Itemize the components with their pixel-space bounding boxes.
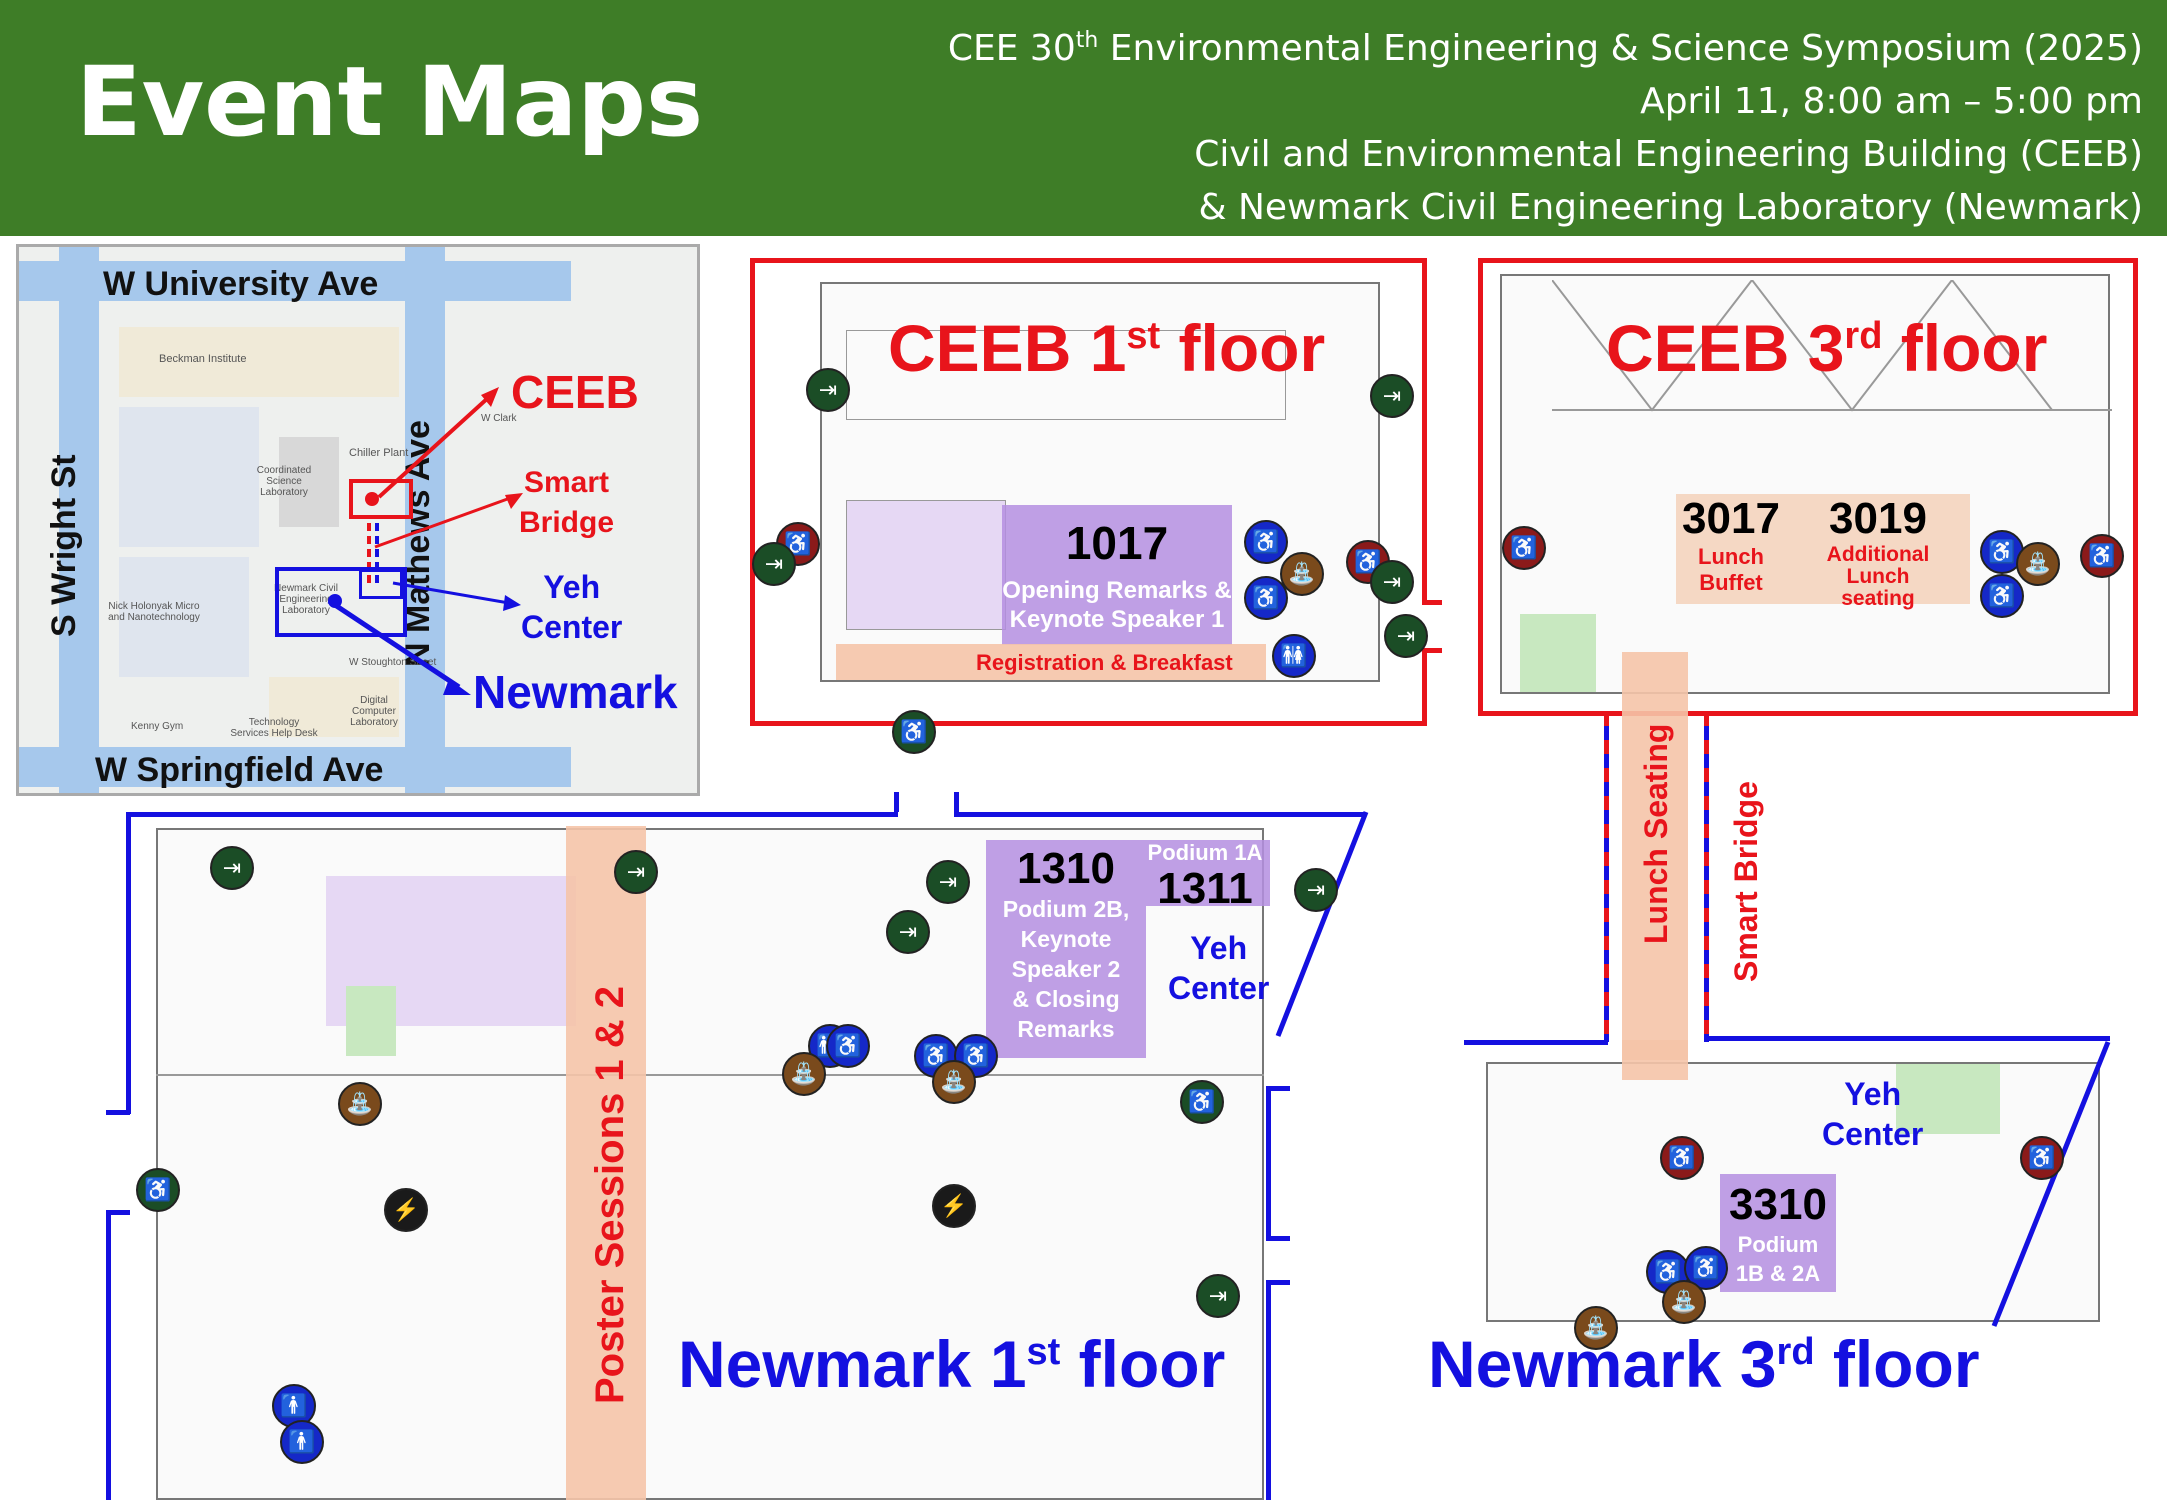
overview-map: W University Ave W Springfield Ave S Wri… — [16, 244, 700, 796]
room-3017[interactable] — [1676, 494, 1786, 604]
restroom-icon: 🚻 — [1272, 634, 1316, 678]
poster-sessions-area[interactable] — [566, 826, 646, 1500]
ceeb-marker — [349, 479, 413, 519]
ceeb1-title: CEEB 1st floor — [888, 311, 1326, 385]
page-title: Event Maps — [76, 46, 704, 158]
entrance-exit-icon: ⇥ — [1384, 614, 1428, 658]
restroom-icon: 🚹 — [280, 1420, 324, 1464]
accessible-icon: ♿ — [1660, 1136, 1704, 1180]
entrance-exit-icon: ⇥ — [886, 910, 930, 954]
accessible-icon: ♿ — [136, 1168, 180, 1212]
water-fountain-icon: ⛲ — [1662, 1280, 1706, 1324]
water-fountain-icon: ⛲ — [1574, 1306, 1618, 1350]
header-banner — [0, 0, 2167, 236]
room-1017[interactable] — [1002, 505, 1232, 645]
storm-refuge-icon: ⚡ — [932, 1184, 976, 1228]
newmark-marker — [275, 567, 407, 637]
accessible-icon: ♿ — [1180, 1080, 1224, 1124]
entrance-exit-icon: ⇥ — [1370, 374, 1414, 418]
ceeb3-frame — [1478, 258, 2138, 716]
entrance-exit-icon: ⇥ — [806, 368, 850, 412]
accessible-icon: ♿ — [826, 1024, 870, 1068]
overview-ceeb-label: CEEB — [511, 366, 639, 418]
room-1311-number: 1311 — [1157, 864, 1253, 913]
smart-bridge — [1622, 652, 1688, 1060]
accessible-icon: ♿ — [892, 710, 936, 754]
room-1310[interactable] — [986, 840, 1146, 1058]
registration-label: Registration & Breakfast — [976, 650, 1233, 675]
water-fountain-icon: ⛲ — [2016, 542, 2060, 586]
accessible-icon: ♿ — [2020, 1136, 2064, 1180]
ceeb3-title: CEEB 3rd floor — [1606, 311, 2048, 385]
smart-bridge-label: Smart Bridge — [1728, 781, 1764, 982]
room-3019[interactable] — [1786, 494, 1970, 604]
lunch-seating-label: Lunch Seating — [1638, 723, 1674, 944]
water-fountain-icon: ⛲ — [338, 1082, 382, 1126]
entrance-exit-icon: ⇥ — [1196, 1274, 1240, 1318]
room-1017-number: 1017 — [1065, 517, 1169, 569]
entrance-exit-icon: ⇥ — [926, 860, 970, 904]
accessible-icon: ♿ — [1980, 574, 2024, 618]
event-info: CEE 30th Environmental Engineering & Sci… — [947, 28, 2143, 228]
room-3017-number: 3017 — [1682, 494, 1780, 543]
entrance-exit-icon: ⇥ — [1294, 868, 1338, 912]
accessible-icon: ♿ — [2080, 534, 2124, 578]
street-south: W Springfield Ave — [95, 751, 384, 789]
newmark1-title: Newmark 1st floor — [678, 1327, 1226, 1401]
entrance-exit-icon: ⇥ — [210, 846, 254, 890]
water-fountain-icon: ⛲ — [932, 1060, 976, 1104]
room-1310-number: 1310 — [1017, 844, 1115, 893]
storm-refuge-icon: ⚡ — [384, 1188, 428, 1232]
water-fountain-icon: ⛲ — [782, 1052, 826, 1096]
water-fountain-icon: ⛲ — [1280, 552, 1324, 596]
entrance-exit-icon: ⇥ — [1370, 560, 1414, 604]
registration-area[interactable] — [836, 644, 1266, 680]
street-north: W University Ave — [103, 265, 379, 303]
accessible-icon: ♿ — [1346, 540, 1390, 584]
accessible-icon: ♿ — [1244, 520, 1288, 564]
entrance-exit-icon: ⇥ — [614, 850, 658, 894]
ceeb1-frame — [750, 258, 1426, 726]
newmark3-title: Newmark 3rd floor — [1428, 1327, 1980, 1401]
accessible-icon: ♿ — [1244, 576, 1288, 620]
room-3310-number: 3310 — [1729, 1180, 1827, 1229]
accessible-icon: ♿ — [1502, 526, 1546, 570]
room-3310[interactable] — [1720, 1174, 1836, 1292]
entrance-exit-icon: ⇥ — [752, 542, 796, 586]
poster-sessions-label: Poster Sessions 1 & 2 — [588, 986, 632, 1404]
room-1311[interactable] — [1146, 840, 1270, 906]
room-3019-number: 3019 — [1829, 494, 1927, 543]
overview-newmark-label: Newmark — [473, 666, 678, 718]
